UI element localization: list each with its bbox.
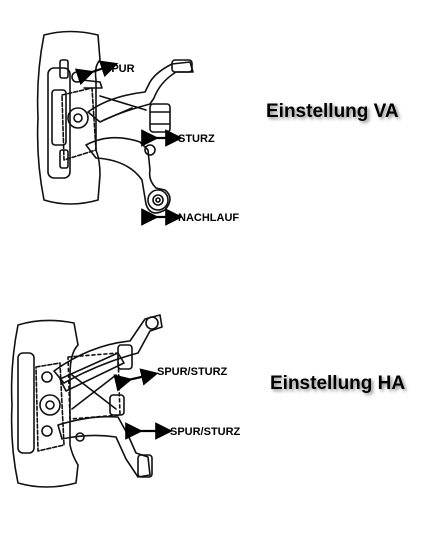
- rear-axle-title: Einstellung HA: [270, 373, 406, 394]
- label-toe-camber-upper: SPUR/STURZ: [157, 366, 228, 378]
- front-suspension-drawing: SPUR STURZ NACHLAUF: [36, 30, 239, 226]
- rear-lower-arm: [57, 415, 151, 478]
- rear-brake-disc: [17, 352, 35, 454]
- rear-axle-diagram: SPUR/STURZ SPUR/STURZ: [0, 305, 260, 505]
- front-upper-arm: [87, 61, 194, 123]
- rear-upper-arm: [53, 314, 163, 384]
- front-tire: [36, 30, 101, 205]
- label-camber: STURZ: [178, 133, 215, 145]
- label-toe-camber-lower: SPUR/STURZ: [170, 426, 241, 438]
- label-caster: NACHLAUF: [178, 212, 239, 224]
- rear-tire: [10, 319, 79, 488]
- label-toe: SPUR: [104, 63, 135, 75]
- upper-toe-camber-arrow: [113, 368, 159, 392]
- toe-adjust-arrow: [74, 60, 119, 86]
- front-tie-rod: [81, 79, 103, 89]
- rear-suspension-drawing: SPUR/STURZ SPUR/STURZ: [10, 314, 241, 488]
- front-axle-title: Einstellung VA: [266, 101, 399, 122]
- front-lower-arm: [85, 136, 171, 214]
- front-axle-diagram: SPUR STURZ NACHLAUF: [0, 0, 260, 240]
